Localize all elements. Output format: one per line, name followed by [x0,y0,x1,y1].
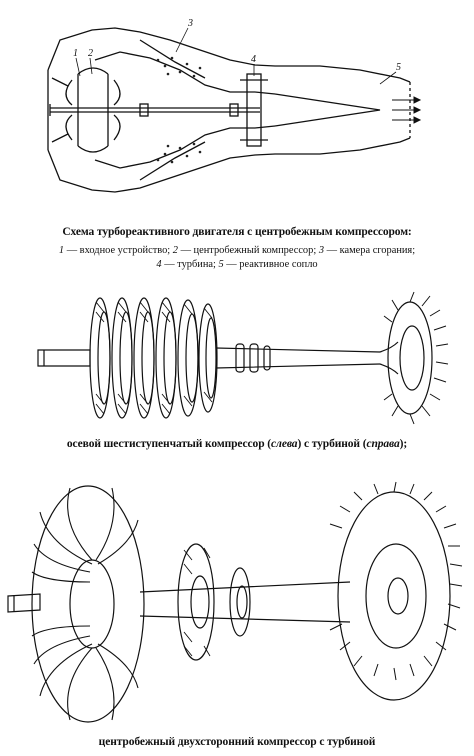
engine-schematic: 1 2 3 4 5 [47,18,422,193]
legend-text-5: — реактивное сопло [223,259,318,270]
legend-num-2: 2 [172,245,178,256]
label-1: 1 [73,48,78,59]
label-3: 3 [187,18,193,29]
legend-text-3: — камера сгорания; [324,245,416,256]
figure3-caption: центробежный двухсторонний компрессор с … [98,736,376,748]
centrifugal-compressor-drawing [7,481,463,723]
figure1-caption: Схема турбореактивного двигателя с центр… [62,226,412,238]
legend-text-2: — центробежный компрессор; [177,245,319,256]
legend-num-1: 1 [58,245,65,256]
legend-text-1: — входное устройство; [64,245,173,256]
figure2-caption: осевой шестиступенчатый компрессор (слев… [0,438,474,450]
figure1-legend: 1 — входное устройство; 2 — центробежный… [0,244,474,272]
label-4: 4 [251,54,256,65]
legend-num-3: 3 [318,245,325,256]
legend-num-4: 4 [156,259,162,270]
label-5: 5 [396,62,401,73]
legend-num-5: 5 [218,259,224,270]
figure2-caption-a: осевой шестиступенчатый компрессор ( [66,438,272,450]
figure2-caption-right: справа [366,438,400,450]
axial-compressor-drawing [37,291,449,425]
figure2-caption-c: ) с турбиной ( [297,438,367,450]
legend-text-4: — турбина; [161,259,219,270]
label-2: 2 [88,48,93,59]
figure2-caption-e: ); [399,438,408,450]
figure2-caption-left: слева [271,438,298,450]
